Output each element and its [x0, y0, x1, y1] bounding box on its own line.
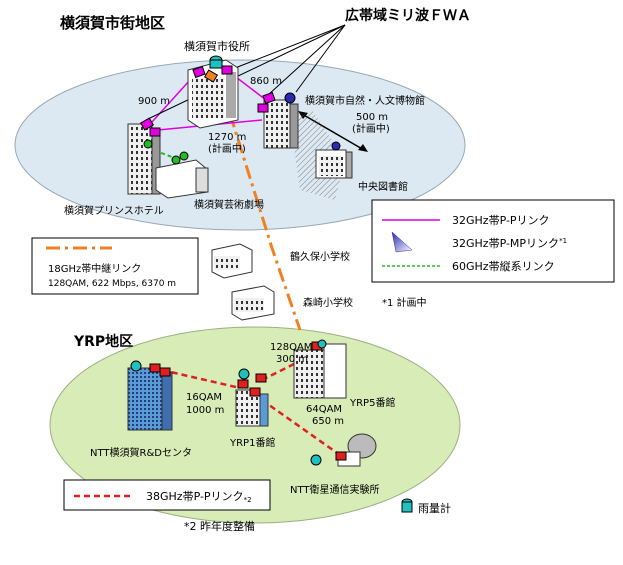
legend-mp-link-icon: [391, 231, 413, 253]
label-500m: 500 m: [356, 112, 388, 123]
label-1000m: 1000 m: [186, 405, 224, 416]
label-plan-1: (計画中): [208, 142, 246, 155]
prince-hotel-building: [127, 123, 161, 195]
label-128qam: 128QAM: [270, 342, 312, 353]
note-1: *1 計画中: [382, 296, 427, 309]
ntt-satellite-label: NTT衛星通信実験所: [290, 483, 380, 496]
fwa-pointer-lines: [149, 24, 346, 119]
library-label: 中央図書館: [358, 180, 408, 193]
city-hall-building: [187, 59, 239, 129]
label-plan-2: (計画中): [352, 122, 390, 135]
yrp5-label: YRP5番館: [349, 396, 395, 409]
ntt-rd-building: [127, 367, 173, 431]
yrp1-label: YRP1番館: [229, 436, 275, 449]
label-1270m: 1270 m: [208, 132, 246, 143]
relay-link-line: [220, 87, 302, 331]
label-16qam: 16QAM: [186, 392, 222, 403]
morisaki-school-label: 森崎小学校: [303, 296, 353, 309]
label-64qam: 64QAM: [306, 404, 342, 415]
label-900m: 900 m: [138, 96, 170, 107]
antenna-icons-yokosuka: [139, 55, 341, 165]
label-300m: 300 m: [276, 354, 308, 365]
legend-mp-link: 32GHz帯P-MPリンク*1: [452, 237, 567, 250]
fwa-title: 広帯域ミリ波ＦＷＡ: [345, 7, 471, 24]
antenna-icons-yrp: [130, 339, 347, 466]
yrp-area-title: YRP地区: [73, 333, 133, 350]
legend-relay-title: 18GHz帯中継リンク: [48, 262, 141, 275]
arts-theater-building: [155, 159, 209, 199]
tsukuku-school-building: [211, 243, 253, 279]
note-2: *2 昨年度整備: [184, 519, 255, 533]
museum-building: [263, 99, 299, 149]
legend-v-link: 60GHz帯縦系リンク: [452, 260, 555, 273]
label-650m: 650 m: [312, 416, 344, 427]
prince-hotel-label: 横須賀プリンスホテル: [64, 204, 164, 217]
tsukuku-school-label: 鶴久保小学校: [290, 250, 350, 263]
museum-label: 横須賀市自然・人文博物館: [305, 94, 425, 107]
legend-p-link: 32GHz帯P-Pリンク: [452, 214, 550, 227]
legend-38: 38GHz帯P-Pリンク*2: [146, 490, 252, 504]
yokosuka-area-title: 横須賀市街地区: [60, 14, 165, 32]
label-860m: 860 m: [250, 76, 282, 87]
raingauge-icon: [401, 498, 413, 513]
city-hall-label: 横須賀市役所: [184, 39, 250, 53]
legend-box-32-60: [371, 199, 615, 283]
yrp5-building: [293, 343, 347, 399]
arts-theater-label: 横須賀芸術劇場: [194, 198, 264, 211]
raingauge-label: 雨量計: [418, 501, 451, 515]
legend-relay-detail: 128QAM, 622 Mbps, 6370 m: [48, 279, 176, 289]
morisaki-school-building: [231, 285, 275, 321]
library-building: [315, 149, 353, 179]
ntt-rd-label: NTT横須賀R&Dセンタ: [90, 446, 192, 459]
